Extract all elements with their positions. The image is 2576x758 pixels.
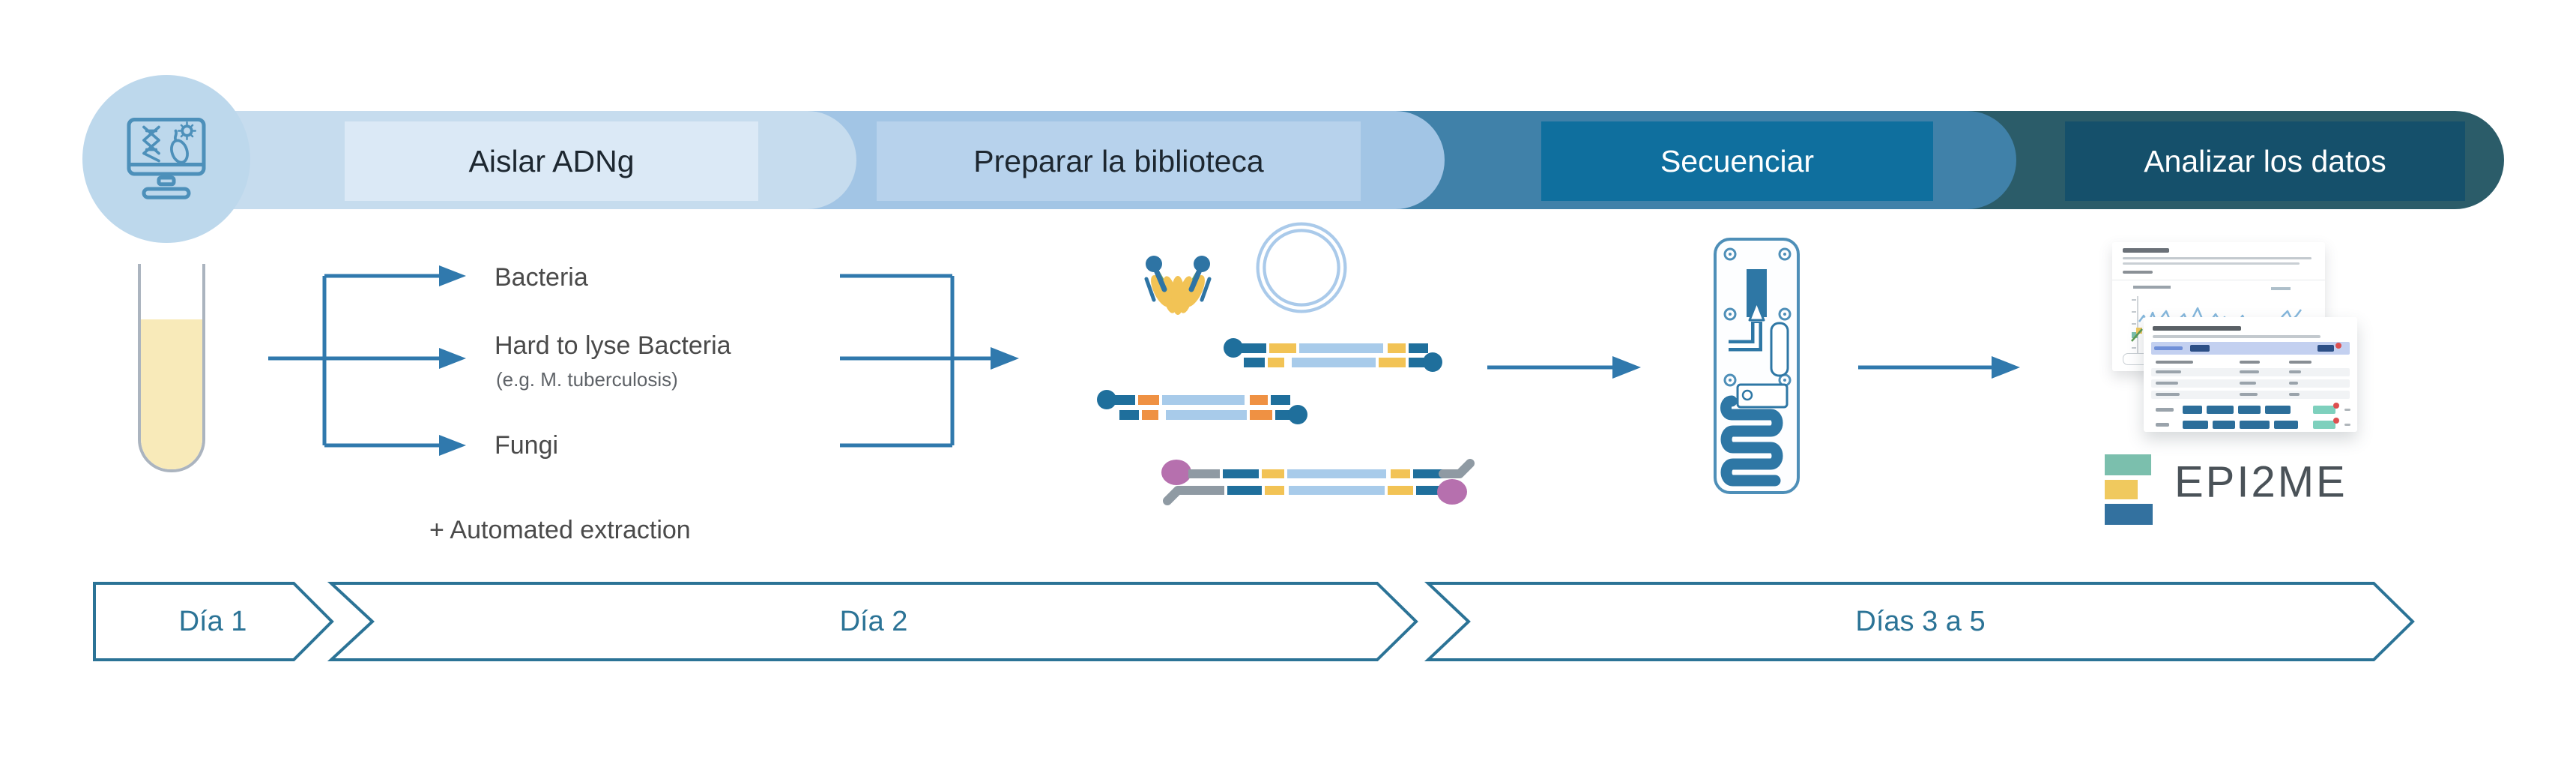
arrow-to-sequencing: [1487, 356, 1641, 379]
header-link-placeholder: [2154, 346, 2183, 350]
row-label-placeholder: [2156, 423, 2169, 427]
epi2me-logo-block-yellow: [2105, 480, 2138, 499]
cell-placeholder: [2240, 370, 2259, 373]
cell-placeholder: [2240, 382, 2256, 385]
alert-dot: [2333, 403, 2339, 409]
epi2me-logo-block-teal: [2105, 454, 2151, 475]
cell-placeholder: [2156, 370, 2181, 373]
alert-dot: [2333, 418, 2339, 424]
cell-placeholder: [2289, 370, 2301, 373]
gene-pill: [2240, 421, 2270, 429]
merge-bracket-connector: [840, 274, 991, 448]
sample-type-hard-to-lyse-note: (e.g. M. tuberculosis): [496, 368, 678, 391]
arrow-to-analysis: [1858, 356, 2020, 379]
step-label-analyze: Analizar los datos: [2065, 121, 2465, 201]
gene-pill: [2238, 406, 2261, 414]
report-label-placeholder: [2123, 271, 2153, 274]
dna-fragment-orange-icon: [1097, 390, 1307, 424]
row-label-placeholder: [2156, 408, 2174, 412]
dna-fragment-yellow-icon: [1224, 338, 1442, 372]
gene-pill: [2207, 406, 2234, 414]
status-pill-teal: [2313, 406, 2335, 414]
column-header-placeholder: [2156, 361, 2193, 364]
report-card-front: [2144, 317, 2357, 432]
header-chip: [2190, 345, 2210, 352]
timeline-chevrons: [93, 582, 2415, 661]
gene-pill: [2183, 406, 2202, 414]
workflow-start-circle: [82, 75, 250, 243]
report-title-placeholder: [2123, 248, 2169, 253]
timeline-phase-1-shape: [93, 582, 334, 661]
sample-branch-connector: [268, 274, 439, 448]
dna-fragment-motor-icon: [1161, 459, 1475, 505]
chevron-placeholder: [2344, 424, 2350, 426]
automated-extraction-note: + Automated extraction: [429, 516, 691, 544]
report-text-placeholder: [2123, 262, 2300, 265]
monitor-dna-microbe-icon: [127, 118, 206, 199]
sample-type-fungi: Fungi: [495, 431, 559, 460]
timeline-phase-2-shape: [327, 582, 1418, 661]
report-subtitle-placeholder: [2153, 335, 2320, 338]
column-header-placeholder: [2289, 361, 2312, 364]
gene-pill: [2274, 421, 2298, 429]
alert-dot: [2335, 343, 2341, 349]
timeline-phase-1-label: Día 1: [178, 606, 247, 637]
gene-pill: [2265, 406, 2291, 414]
report-title-placeholder: [2153, 326, 2241, 331]
sample-tube-icon: [138, 264, 205, 472]
sample-type-hard-to-lyse: Hard to lyse Bacteria: [495, 331, 731, 360]
cell-placeholder: [2289, 393, 2300, 396]
column-header-placeholder: [2240, 361, 2260, 364]
header-chip: [2318, 345, 2334, 352]
gene-pill: [2213, 421, 2235, 429]
epi2me-logo-block-blue: [2105, 504, 2153, 525]
branch-arrowheads: [439, 265, 466, 456]
step-label-library: Preparar la biblioteca: [877, 121, 1361, 201]
cell-placeholder: [2289, 382, 2298, 385]
mini-logo-arrow-icon: [2131, 328, 2143, 342]
timeline-phase-2-label: Día 2: [839, 606, 908, 637]
timeline-phase-3-shape: [1424, 582, 2415, 661]
adapter-crown-icon: [1144, 256, 1212, 315]
timeline-phase-3-label: Días 3 a 5: [1855, 606, 1986, 637]
sample-liquid: [141, 319, 202, 469]
report-text-placeholder: [2123, 257, 2312, 259]
step-label-sequence: Secuenciar: [1541, 121, 1933, 201]
sample-type-bacteria: Bacteria: [495, 263, 588, 292]
merge-arrowhead: [991, 347, 1019, 370]
cell-placeholder: [2156, 393, 2180, 396]
cell-placeholder: [2156, 382, 2178, 385]
gene-pill: [2183, 421, 2208, 429]
epi2me-logo-text: EPI2ME: [2174, 457, 2347, 507]
status-pill-teal: [2313, 421, 2335, 429]
cell-placeholder: [2240, 393, 2258, 396]
chevron-placeholder: [2344, 409, 2350, 411]
step-label-isolate: Aislar ADNg: [345, 121, 758, 201]
flow-cell-icon: [1714, 238, 1800, 494]
plasmid-icon: [1256, 222, 1347, 313]
